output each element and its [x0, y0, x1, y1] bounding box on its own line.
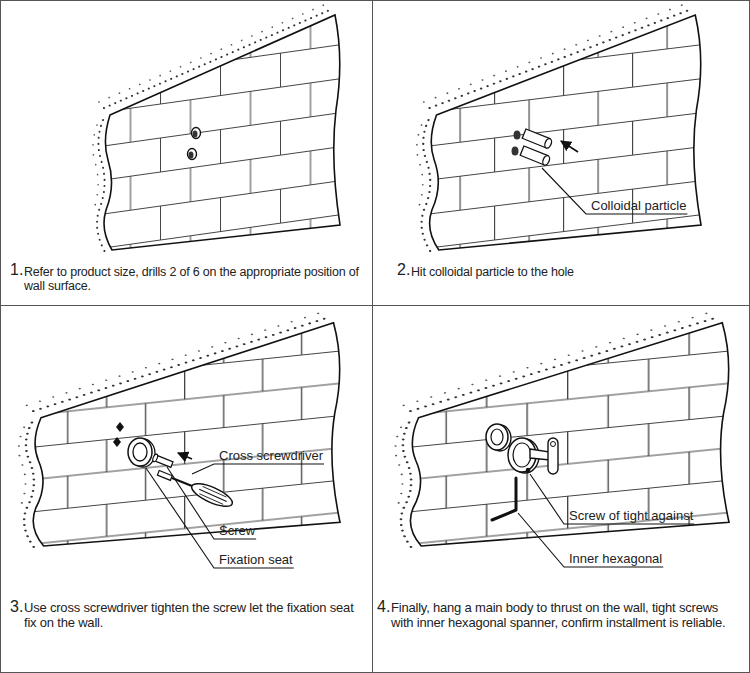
leader-line: [146, 468, 294, 568]
part-label-text: Screw of tight against: [569, 508, 693, 523]
step-number-text: 1.: [10, 261, 23, 278]
part-label: Cross screwdriver: [219, 449, 323, 464]
step-number-text: 4.: [377, 598, 390, 615]
step-instruction-text: Hit colloidal particle to the hole: [411, 265, 574, 279]
step-instruction-text: Refer to product size, drills 2 of 6 on …: [24, 265, 359, 293]
step-number: 1.: [10, 261, 23, 279]
part-label-text: Fixation seat: [219, 552, 293, 567]
part-label-text: Inner hexagonal: [569, 551, 662, 566]
step-number: 2.: [397, 261, 410, 279]
step-instruction: Finally, hang a main body to thrust on t…: [391, 601, 743, 631]
step-instruction: Use cross screwdriver tighten the screw …: [24, 601, 366, 631]
leader-line: [542, 168, 687, 214]
part-label: Inner hexagonal: [569, 552, 662, 567]
leader-line: [167, 467, 256, 539]
step-number: 3.: [10, 598, 23, 616]
part-label: Fixation seat: [219, 553, 293, 568]
leader-line: [530, 474, 694, 524]
part-label: Screw of tight against: [569, 509, 693, 524]
step-instruction: Refer to product size, drills 2 of 6 on …: [24, 265, 362, 294]
step-instruction: Hit colloidal particle to the hole: [411, 265, 741, 279]
part-label-text: Colloidal particle: [591, 198, 686, 213]
step-instruction-text: Finally, hang a main body to thrust on t…: [391, 600, 725, 630]
leader-line: [192, 464, 324, 474]
step-instruction-text: Use cross screwdriver tighten the screw …: [24, 600, 354, 630]
step-number-text: 2.: [397, 261, 410, 278]
part-label: Colloidal particle: [591, 199, 686, 214]
step-number-text: 3.: [10, 598, 23, 615]
part-label-text: Screw: [219, 523, 255, 538]
part-label: Screw: [219, 524, 255, 539]
step-number: 4.: [377, 598, 390, 616]
part-label-text: Cross screwdriver: [219, 448, 323, 463]
